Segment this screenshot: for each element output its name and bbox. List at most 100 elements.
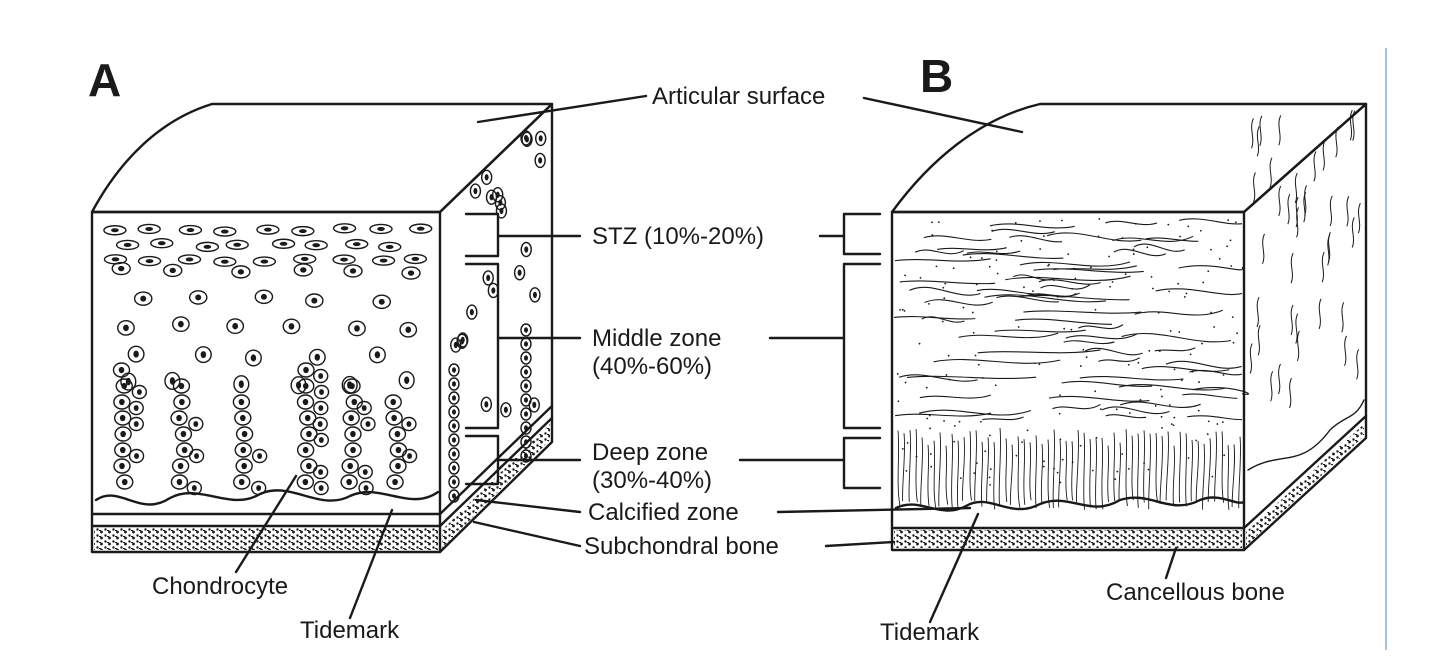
matrix-dot xyxy=(945,374,948,376)
cell-nucleus xyxy=(524,136,529,143)
chondrocyte-cell xyxy=(150,238,174,249)
chondrocyte-cell xyxy=(164,371,181,391)
chondrocyte-cell xyxy=(256,224,280,235)
radial-fiber xyxy=(1076,430,1080,503)
matrix-dot xyxy=(958,420,961,423)
matrix-dot xyxy=(1059,394,1061,397)
chondrocyte-cell xyxy=(178,224,203,236)
matrix-dot xyxy=(1223,454,1226,457)
chondrocyte-cell xyxy=(448,363,460,377)
chondrocyte-cell xyxy=(341,458,359,474)
radial-fiber xyxy=(1023,439,1026,505)
chondrocyte-cell xyxy=(345,238,369,250)
matrix-dot xyxy=(971,311,974,314)
radial-fiber xyxy=(1185,433,1188,507)
matrix-dot xyxy=(897,400,900,403)
matrix-dot xyxy=(943,297,946,300)
collagen-fiber xyxy=(1079,376,1184,381)
radial-fiber xyxy=(1107,445,1110,502)
matrix-dot xyxy=(1017,326,1020,328)
cell-nucleus xyxy=(264,227,272,232)
cell-nucleus xyxy=(302,382,309,390)
matrix-dot xyxy=(1039,220,1041,223)
leader-tidemark-b xyxy=(928,512,980,624)
chondrocyte-cell xyxy=(409,223,433,234)
matrix-dot xyxy=(928,302,930,305)
chondrocyte-cell xyxy=(299,410,317,426)
collagen-fiber xyxy=(1040,284,1091,290)
chondrocyte-cell xyxy=(520,393,532,407)
cell-nucleus xyxy=(178,320,184,328)
leader-articular-a xyxy=(476,94,648,124)
block-a-subchondral-bone xyxy=(94,528,438,550)
matrix-dot xyxy=(1173,416,1176,419)
chondrocyte-cell xyxy=(357,464,373,480)
label-tidemark-b: Tidemark xyxy=(880,619,980,646)
chondrocyte-cell xyxy=(312,416,328,432)
radial-fiber xyxy=(1131,435,1134,501)
cell-nucleus xyxy=(145,226,154,232)
matrix-dot xyxy=(1097,235,1100,238)
matrix-dot xyxy=(1121,453,1124,455)
cell-nucleus xyxy=(363,485,369,491)
matrix-dot xyxy=(952,267,955,270)
radial-fiber xyxy=(1071,441,1074,501)
cell-nucleus xyxy=(524,383,528,389)
matrix-dot xyxy=(991,229,994,232)
cell-nucleus xyxy=(452,409,456,415)
cell-nucleus xyxy=(489,194,494,201)
chondrocyte-cell xyxy=(529,287,541,303)
matrix-dot xyxy=(899,308,901,311)
matrix-dot xyxy=(925,386,928,389)
cell-nucleus xyxy=(350,446,356,454)
cell-nucleus xyxy=(460,336,465,344)
side-fiber xyxy=(1296,330,1300,362)
matrix-dot xyxy=(959,477,962,480)
matrix-dot xyxy=(941,320,944,323)
matrix-dot xyxy=(1161,395,1163,398)
cell-nucleus xyxy=(378,298,385,305)
matrix-dot xyxy=(1111,281,1114,283)
chondrocyte-cell xyxy=(356,400,372,416)
side-fiber xyxy=(1322,140,1326,171)
chondrocyte-cell xyxy=(234,442,252,458)
cell-nucleus xyxy=(118,265,125,272)
cell-nucleus xyxy=(404,376,410,385)
matrix-dot xyxy=(1210,248,1212,251)
chondrocyte-cell xyxy=(520,421,532,435)
cell-nucleus xyxy=(318,373,324,379)
chondrocyte-cell xyxy=(233,375,250,394)
matrix-dot xyxy=(1234,221,1237,224)
cell-nucleus xyxy=(157,241,166,246)
leader-articular-b xyxy=(862,96,1024,134)
chondrocyte-cell xyxy=(251,448,268,464)
radial-fiber xyxy=(1202,443,1206,510)
matrix-dot xyxy=(974,354,977,357)
radial-fiber xyxy=(1155,432,1158,502)
cell-nucleus xyxy=(524,439,528,445)
cell-nucleus xyxy=(288,323,295,330)
side-fiber xyxy=(1256,296,1260,328)
matrix-dot xyxy=(1033,362,1036,365)
side-fiber xyxy=(1356,349,1360,380)
chondrocyte-cell xyxy=(384,394,402,410)
collagen-fiber xyxy=(1192,386,1250,395)
chondrocyte-cell xyxy=(358,480,374,496)
label-deep-zone: Deep zone xyxy=(592,439,708,466)
bracket-a-middle xyxy=(464,262,500,430)
cell-nucleus xyxy=(140,295,147,302)
chondrocyte-cell xyxy=(296,442,315,458)
zone-brackets-a xyxy=(464,212,500,486)
matrix-dot xyxy=(1202,281,1205,284)
matrix-dot xyxy=(1039,248,1042,250)
collagen-fiber xyxy=(1189,369,1243,376)
cell-nucleus xyxy=(176,478,183,486)
radial-fiber xyxy=(961,437,965,501)
matrix-dot xyxy=(1063,327,1066,330)
chondrocyte-cell xyxy=(297,362,315,378)
chondrocyte-cell xyxy=(344,442,362,458)
matrix-dot xyxy=(1047,264,1050,267)
cell-nucleus xyxy=(317,421,323,427)
chondrocyte-cell xyxy=(343,378,361,394)
matrix-dot xyxy=(1020,239,1023,242)
